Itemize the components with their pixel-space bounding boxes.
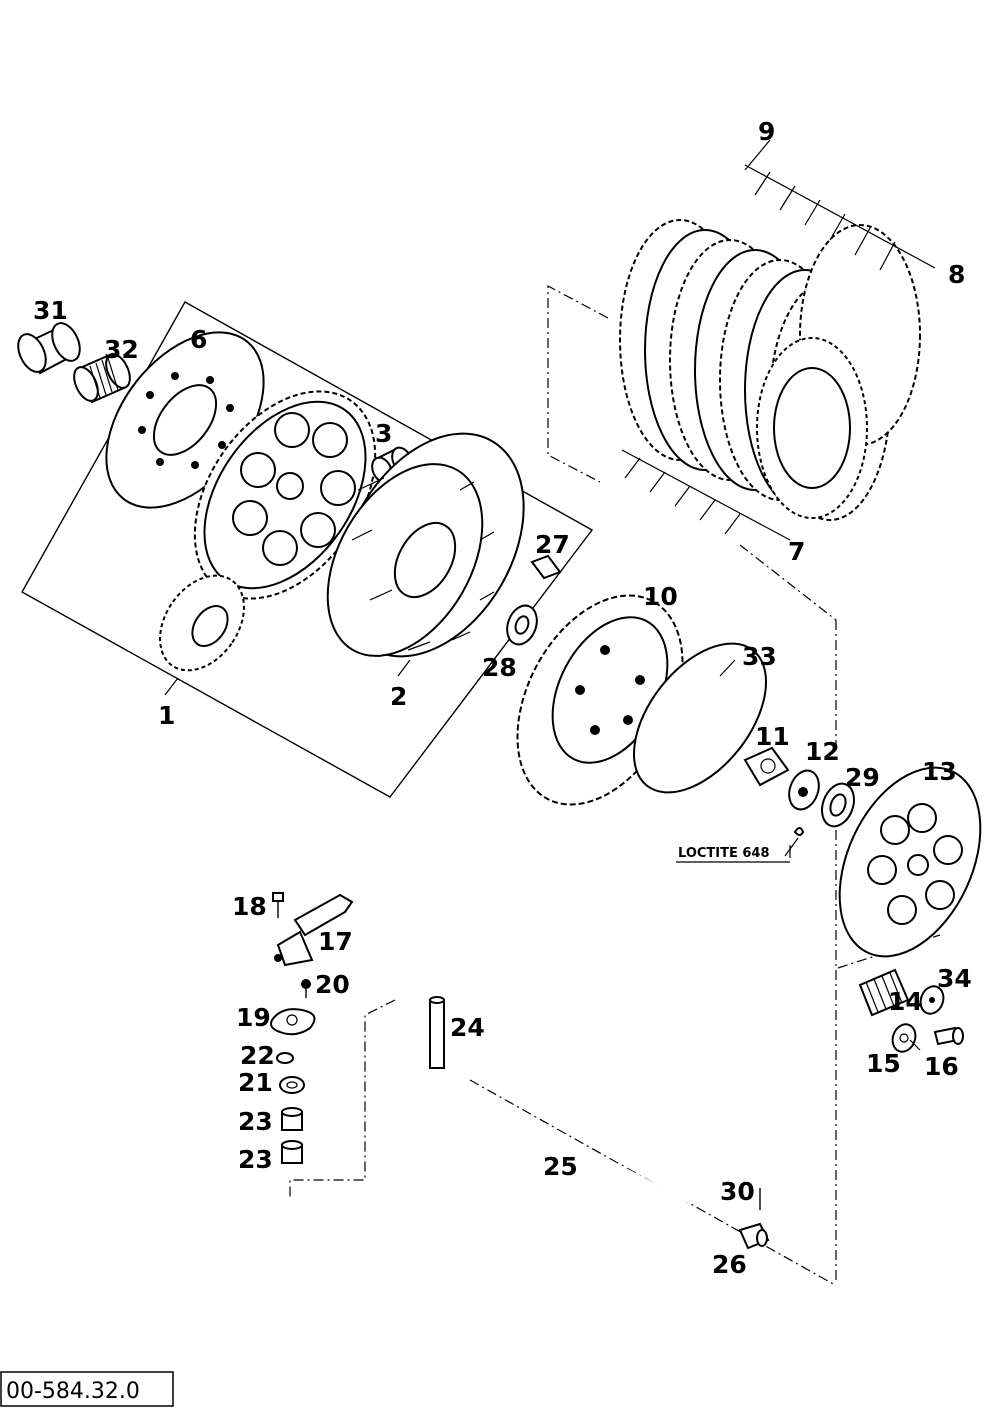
callout-33: 33 — [742, 642, 777, 671]
callout-8: 8 — [948, 260, 965, 289]
part-27-pin — [530, 554, 562, 580]
callout-12: 12 — [805, 737, 840, 766]
callout-18: 18 — [232, 892, 267, 921]
callout-21: 21 — [238, 1068, 273, 1097]
callout-9: 9 — [758, 117, 775, 146]
part-15-spring-retainer — [891, 1023, 917, 1053]
callout-13: 13 — [922, 757, 957, 786]
callout-32: 32 — [104, 335, 139, 364]
callout-3: 3 — [375, 419, 392, 448]
callout-16: 16 — [924, 1052, 959, 1081]
loctite-note: LOCTITE 648 — [676, 846, 790, 863]
callout-leaders — [164, 659, 921, 1051]
callout-28: 28 — [482, 653, 517, 682]
callout-1: 1 — [158, 701, 175, 730]
callout-17: 17 — [318, 927, 353, 956]
part-16-bolt — [933, 1026, 964, 1046]
callout-34: 34 — [937, 964, 972, 993]
part-14-spring — [858, 968, 910, 1017]
callout-27: 27 — [535, 530, 570, 559]
plate-leader-lines — [621, 139, 936, 541]
callout-23-upper: 23 — [238, 1107, 273, 1136]
part-13-pressure-plate — [838, 766, 982, 958]
callout-19: 19 — [236, 1003, 271, 1032]
part-17-clutch-lever — [274, 893, 354, 967]
callout-2: 2 — [390, 682, 407, 711]
part-12-nut — [788, 769, 820, 811]
loctite-drop-icon — [784, 827, 805, 857]
callout-26: 26 — [712, 1250, 747, 1279]
drawing-code-text: 00-584.32.0 — [6, 1379, 140, 1404]
clutch-plate-stack — [619, 219, 921, 521]
callout-7: 7 — [788, 537, 805, 566]
part-21-seal-ring — [279, 1076, 305, 1094]
callout-15: 15 — [866, 1049, 901, 1078]
callout-20: 20 — [315, 970, 350, 999]
part-2-clutch-basket — [326, 432, 525, 658]
callout-10: 10 — [643, 582, 678, 611]
callout-14: 14 — [888, 987, 923, 1016]
callout-24: 24 — [450, 1013, 485, 1042]
callout-22: 22 — [240, 1041, 275, 1070]
loctite-note-text: LOCTITE 648 — [678, 846, 770, 861]
part-29-bearing — [821, 782, 855, 828]
small-gear — [159, 574, 245, 672]
part-22-o-ring — [276, 1052, 294, 1064]
callout-labels: 1 2 3 6 7 8 9 10 11 12 13 14 15 16 17 18… — [33, 117, 972, 1279]
callout-31: 31 — [33, 296, 68, 325]
callout-25: 25 — [543, 1152, 578, 1181]
callout-11: 11 — [755, 722, 790, 751]
part-20-screw — [301, 979, 311, 998]
part-26-push-piece — [738, 1222, 770, 1250]
part-34-washer — [919, 985, 945, 1015]
part-23-bushing-upper — [281, 1107, 303, 1131]
part-19-gasket — [270, 1008, 316, 1036]
part-25-push-rod — [467, 1084, 689, 1203]
drawing-code-box: 00-584.32.0 — [0, 1371, 174, 1407]
callout-29: 29 — [845, 763, 880, 792]
part-31-bushing — [17, 322, 81, 375]
part-32-needle-bearing — [73, 352, 131, 404]
part-23-bushing-lower — [281, 1140, 303, 1164]
part-28-washer — [506, 604, 538, 646]
part-24-shaft — [429, 996, 445, 1069]
part-11-lock-washer — [743, 746, 790, 787]
callout-30: 30 — [720, 1177, 755, 1206]
callout-23-lower: 23 — [238, 1145, 273, 1174]
part-18-screw — [272, 892, 284, 918]
part-33-o-ring — [633, 642, 767, 794]
callout-6: 6 — [190, 325, 207, 354]
